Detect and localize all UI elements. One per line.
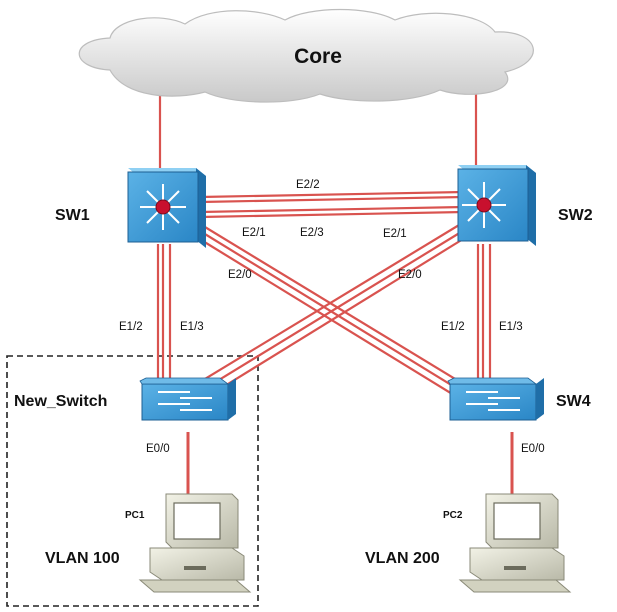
new-switch-device bbox=[139, 377, 236, 421]
link-sw1-sw4-c bbox=[197, 237, 463, 401]
sw4-device bbox=[447, 377, 544, 421]
port-label-sw1-e20: E2/0 bbox=[228, 269, 252, 281]
link-sw1-sw4-b bbox=[199, 230, 467, 395]
port-labels: E2/2 E2/1 E2/3 E2/1 E2/0 E2/0 E1/2 E1/3 … bbox=[119, 179, 545, 455]
sw1-device bbox=[127, 168, 206, 248]
links bbox=[156, 72, 514, 494]
pc2-vlan-label: VLAN 200 bbox=[365, 550, 440, 567]
link-sw2-new-a bbox=[189, 221, 465, 389]
pc1-vlan-label: VLAN 100 bbox=[45, 550, 120, 567]
link-sw1-sw2-4 bbox=[199, 210, 465, 219]
sw1-label: SW1 bbox=[55, 207, 90, 224]
sw4-label: SW4 bbox=[556, 393, 591, 410]
port-label-sw1-sw2-e22: E2/2 bbox=[296, 179, 320, 191]
core-label: Core bbox=[294, 45, 342, 68]
port-label-new-e13: E1/3 bbox=[180, 321, 204, 333]
link-sw1-sw4-a bbox=[199, 223, 471, 389]
link-sw2-new-b bbox=[195, 228, 467, 395]
pc1-label: PC1 bbox=[125, 510, 145, 521]
port-label-sw4-e12: E1/2 bbox=[441, 321, 465, 333]
port-label-new-e12: E1/2 bbox=[119, 321, 143, 333]
sw2-device bbox=[457, 165, 536, 246]
port-label-sw1-e21: E2/1 bbox=[242, 227, 266, 239]
link-sw1-sw2-3 bbox=[199, 205, 465, 214]
pc2-label: PC2 bbox=[443, 510, 463, 521]
link-sw2-new-c bbox=[201, 235, 469, 401]
port-label-sw2-e23: E2/3 bbox=[300, 227, 324, 239]
core-cloud: Core bbox=[78, 8, 534, 103]
pc1-computer-icon bbox=[138, 493, 252, 593]
port-label-sw4-e13: E1/3 bbox=[499, 321, 523, 333]
link-sw1-sw2-2 bbox=[199, 195, 465, 204]
new-switch-label: New_Switch bbox=[14, 393, 107, 410]
sw2-label: SW2 bbox=[558, 207, 593, 224]
port-label-sw2-e20: E2/0 bbox=[398, 269, 422, 281]
port-label-sw4-e00: E0/0 bbox=[521, 443, 545, 455]
link-sw1-sw2-1 bbox=[199, 190, 465, 199]
new-switch-boundary bbox=[6, 355, 259, 607]
port-label-sw2-e21: E2/1 bbox=[383, 228, 407, 240]
pc2-computer-icon bbox=[458, 493, 572, 593]
port-label-new-e00: E0/0 bbox=[146, 443, 170, 455]
